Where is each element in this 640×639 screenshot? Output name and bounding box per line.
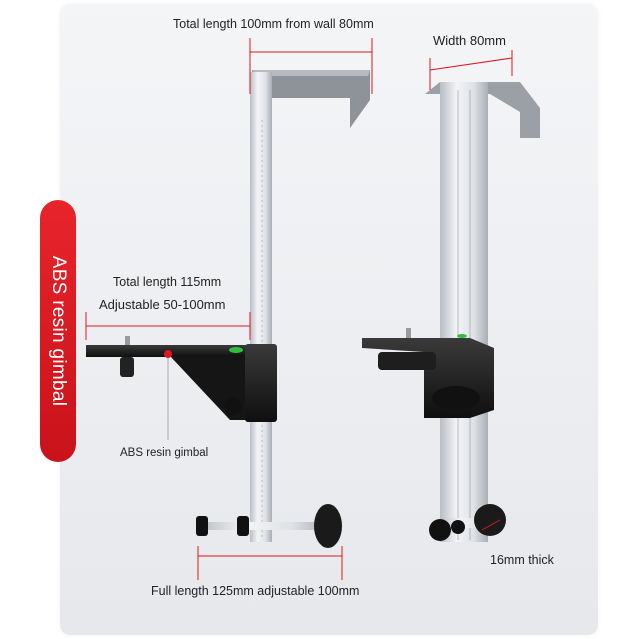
left-gimbal-block [245, 344, 277, 422]
right-mount-disc [378, 352, 436, 370]
left-dimension-lines [85, 38, 373, 580]
right-gimbal-block [362, 338, 494, 418]
label-total-length-wall: Total length 100mm from wall 80mm [173, 17, 374, 31]
left-side-knob [224, 397, 242, 415]
right-clamp-pad [474, 504, 506, 536]
right-dimension-lines [429, 50, 513, 531]
left-bracket [86, 70, 370, 548]
label-total-length-115: Total length 115mm [113, 275, 222, 289]
gimbal-marker [164, 350, 172, 358]
right-clamp-knob [429, 519, 451, 541]
right-bracket [362, 82, 540, 542]
label-full-length: Full length 125mm adjustable 100mm [151, 584, 360, 598]
bubble-level [229, 347, 243, 353]
right-top-hook [425, 82, 540, 138]
label-width: Width 80mm [433, 33, 506, 48]
left-mount-plate [86, 345, 276, 357]
left-camera-screw [120, 357, 134, 377]
label-gimbal: ABS resin gimbal [120, 447, 209, 459]
label-thick: 16mm thick [490, 553, 554, 567]
side-tab: ABS resin gimbal [40, 200, 76, 462]
label-adjustable: Adjustable 50-100mm [99, 297, 226, 312]
left-clamp-rod [200, 522, 330, 530]
right-lock-knob [432, 386, 480, 410]
right-vertical-rail [440, 82, 488, 542]
left-top-hook [252, 70, 370, 128]
left-clamp-pad [314, 504, 342, 548]
left-vertical-rail [250, 72, 272, 542]
